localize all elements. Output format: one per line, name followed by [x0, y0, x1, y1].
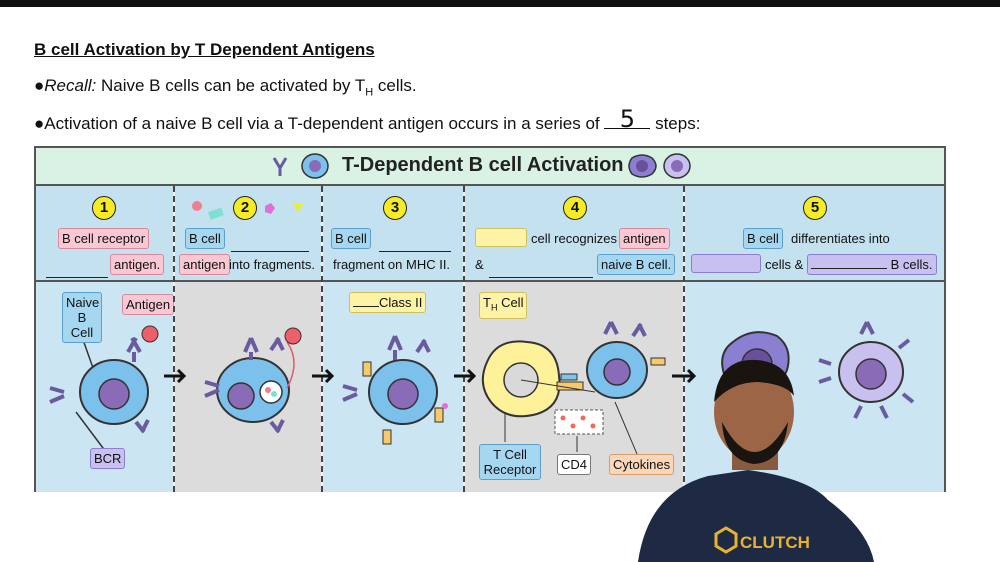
step-4-blank: [489, 266, 593, 278]
step-3-art: [342, 335, 448, 445]
presenter-beard: [722, 422, 788, 464]
title-plasma-icon: [628, 153, 691, 179]
separator-4: [683, 186, 685, 492]
step-2-tag-bcell: B cell: [185, 228, 225, 249]
step-2-blank: [231, 240, 309, 252]
presenter-hair: [714, 359, 794, 402]
separator-3: [463, 186, 465, 492]
step-4-cell-word: cell: [531, 231, 551, 246]
label-class-ii: Class II: [349, 292, 427, 313]
step-3-header: 3 B cell fragment on MHC II.: [323, 186, 463, 282]
class-ii-text: Class II: [379, 295, 423, 310]
label-t-cell-receptor: T Cell Receptor: [479, 444, 541, 480]
step-2-number: 2: [233, 196, 257, 220]
step-1-number: 1: [92, 196, 116, 220]
label-cd4: CD4: [557, 454, 592, 475]
step-5-text2: cells &: [765, 257, 804, 272]
step-4-amp: &: [475, 257, 484, 272]
step-4-tag-antigen: antigen: [619, 228, 670, 249]
nucleus-shape: [98, 378, 130, 410]
top-bar: [0, 0, 1000, 7]
step-4-recognizes: recognizes: [554, 231, 618, 246]
step-3-number: 3: [383, 196, 407, 220]
arrow-3: [454, 368, 477, 384]
handwritten-answer: 5: [604, 107, 651, 131]
step-2-header: 2 B cell antigen into fragments.: [175, 186, 321, 282]
step-4-number: 4: [563, 196, 587, 220]
presenter-shirt: [638, 470, 874, 562]
th-end: Cell: [497, 295, 524, 310]
label-antigen: Antigen: [122, 294, 175, 315]
step-4-column: 4 cell recognizes antigen & naive B cell…: [465, 186, 683, 492]
title-bcell-icon: [272, 153, 329, 179]
recall-end: cells.: [373, 76, 417, 95]
step-4-art: [481, 321, 666, 455]
step-3-tag-bcell: B cell: [331, 228, 371, 249]
step-3-blank: [379, 240, 451, 252]
step-1-tag-bcr: B cell receptor: [58, 228, 150, 249]
step-5-number: 5: [803, 196, 827, 220]
arrow-2: [312, 368, 335, 384]
label-naive-b-cell: Naive B Cell: [62, 292, 102, 343]
step-1-illustration: Naive B Cell Antigen BCR: [36, 282, 175, 492]
th-sub: H: [490, 302, 498, 313]
step-3-illustration: Class II: [323, 282, 463, 492]
antigen-shape: [141, 325, 159, 343]
recall-text: Naive B cells can be activated by T: [96, 76, 366, 95]
step-1-header: 1 B cell receptor antigen.: [36, 186, 173, 282]
recall-subscript: H: [365, 86, 374, 99]
activation-text: ●Activation of a naive B cell via a T-de…: [34, 114, 605, 133]
title-icons: [272, 153, 691, 179]
step-2-tag-antigen: antigen: [179, 254, 230, 275]
separator-2: [321, 186, 323, 492]
diagram-title-bar: T-Dependent B cell Activation: [36, 148, 944, 186]
arrow-4: [672, 368, 697, 384]
step-2-text: into fragments.: [229, 257, 315, 272]
bullet-recall: ●Recall: Naive B cells can be activated …: [34, 76, 417, 98]
step-4-tag-naive: naive B cell.: [597, 254, 676, 275]
separator-1: [173, 186, 175, 492]
label-bcr: BCR: [90, 448, 126, 469]
step-1-blank: [46, 266, 108, 278]
arrow-1: [164, 368, 187, 384]
step-arrows: [164, 368, 697, 384]
th-t: T: [483, 295, 491, 310]
label-th-cell: TH Cell: [479, 292, 528, 319]
step-5-column: 5 B cell differentiates into cells & B c…: [685, 186, 944, 492]
label-cytokines: Cytokines: [609, 454, 675, 475]
step-4-text1: cell recognizes: [531, 231, 617, 246]
clutch-logo-icon: [714, 526, 738, 554]
fragment-icons: [192, 201, 303, 220]
bullet-mark: ●: [34, 76, 45, 95]
shirt-text: CLUTCH: [740, 533, 810, 552]
recall-label: Recall:: [44, 76, 97, 95]
activation-end: steps:: [650, 114, 701, 133]
step-5-header: 5 B cell differentiates into cells & B c…: [685, 186, 944, 282]
page-heading: B cell Activation by T Dependent Antigen…: [34, 40, 375, 59]
diagram-panel: T-Dependent B cell Activation 1 B cell r…: [34, 146, 946, 492]
step-5-tag-bcell: B cell: [743, 228, 783, 249]
step-3-text: fragment on MHC II.: [333, 257, 451, 272]
diagram-title: T-Dependent B cell Activation: [342, 154, 624, 176]
step-2-illustration: [175, 282, 321, 492]
step-1-column: 1 B cell receptor antigen. Naive B Cell …: [36, 186, 175, 492]
step-4-header: 4 cell recognizes antigen & naive B cell…: [465, 186, 683, 282]
step-4-blank-tcell: [475, 228, 527, 247]
presenter-video: CLUTCH: [638, 359, 874, 562]
presenter-face: [714, 364, 794, 460]
step-5-blank-plasma: [691, 254, 761, 273]
step-4-illustration: TH Cell T Cell Receptor CD4 Cytokines: [465, 282, 683, 492]
step-3-column: 3 B cell fragment on MHC II. Class II: [323, 186, 463, 492]
step-5-tag-memory: B cells.: [807, 254, 937, 275]
step-2-art: [204, 327, 302, 434]
step-5-bcells: B cells.: [890, 257, 933, 272]
step-5-text1: differentiates into: [791, 231, 890, 246]
step-2-column: 2 B cell antigen into fragments.: [175, 186, 321, 492]
bullet-activation: ●Activation of a naive B cell via a T-de…: [34, 107, 701, 134]
step-1-tag-antigen: antigen.: [110, 254, 165, 275]
